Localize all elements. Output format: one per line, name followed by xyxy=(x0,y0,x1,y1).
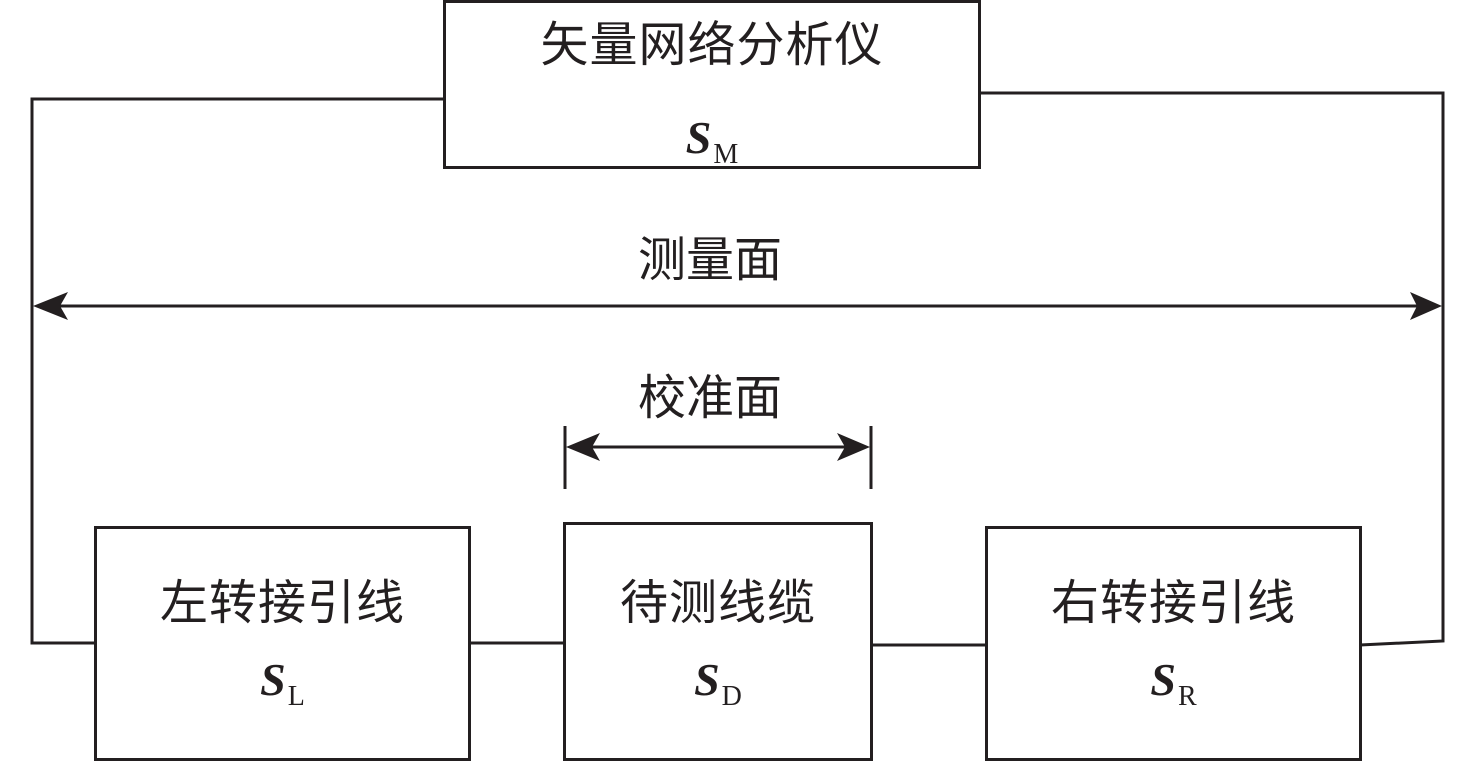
dut-cable-symbol-subscript: D xyxy=(721,681,742,712)
wire-vna-to-right-adapter xyxy=(979,91,1445,647)
vna-block: 矢量网络分析仪 SM xyxy=(443,0,981,169)
calibration-right-arrowhead-icon xyxy=(837,433,870,461)
right-adapter-label: 右转接引线 xyxy=(1050,575,1296,631)
left-adapter-symbol-s: S xyxy=(260,654,286,705)
left-adapter-symbol-subscript: L xyxy=(287,681,305,712)
calibration-plane-label: 校准面 xyxy=(637,370,782,426)
right-adapter-symbol-s: S xyxy=(1150,654,1176,705)
right-adapter-block: 右转接引线 SR xyxy=(985,526,1362,761)
measurement-left-arrowhead-icon xyxy=(33,292,68,320)
measurement-right-arrowhead-icon xyxy=(1410,292,1442,320)
dut-cable-symbol-s: S xyxy=(694,654,720,705)
right-adapter-symbol: SR xyxy=(988,657,1359,711)
measurement-plane-label: 测量面 xyxy=(637,232,782,288)
vna-symbol-subscript: M xyxy=(713,139,739,170)
dut-cable-block: 待测线缆 SD xyxy=(563,522,873,761)
vna-symbol-s: S xyxy=(685,112,712,163)
vna-label: 矢量网络分析仪 xyxy=(540,17,884,73)
left-adapter-symbol: SL xyxy=(97,657,468,711)
dut-cable-symbol: SD xyxy=(566,657,870,711)
calibration-left-arrowhead-icon xyxy=(566,433,600,461)
left-adapter-label: 左转接引线 xyxy=(159,575,405,631)
left-adapter-block: 左转接引线 SL xyxy=(94,526,471,761)
dut-cable-label: 待测线缆 xyxy=(619,575,816,631)
right-adapter-symbol-subscript: R xyxy=(1177,681,1197,712)
wire-vna-to-left-adapter xyxy=(30,97,445,645)
vna-symbol: SM xyxy=(446,115,978,169)
